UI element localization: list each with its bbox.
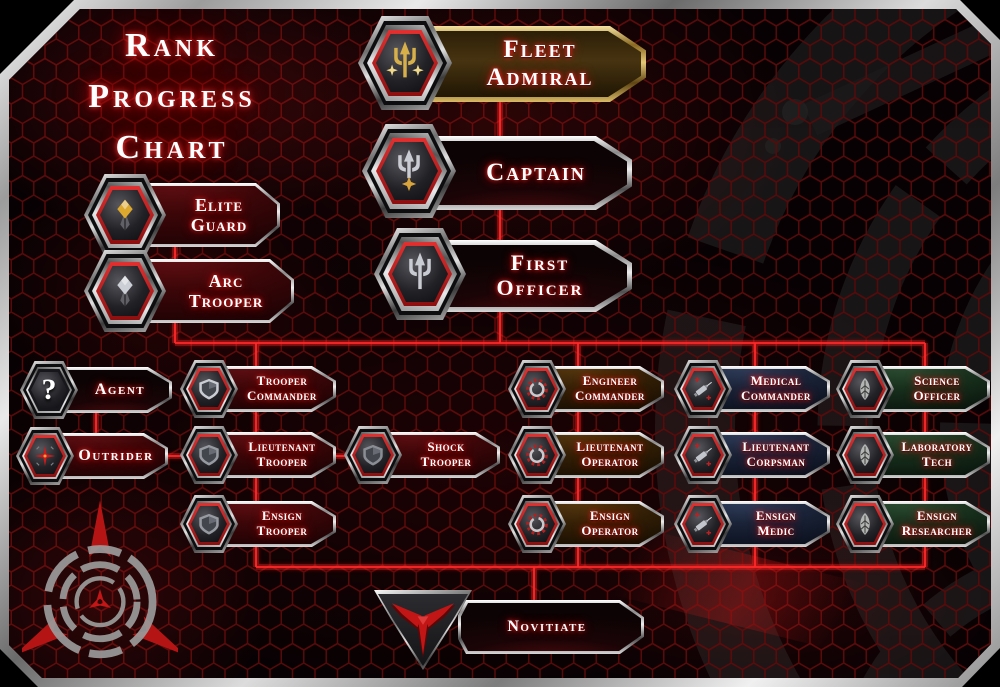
rank-node-trooper-commander: Trooper Commander (180, 360, 340, 418)
lieutenant-corpsman-badge (674, 426, 732, 484)
rank-plate: Novitiate (458, 600, 644, 654)
syringe-icon (690, 511, 717, 538)
laboratory-tech-badge (836, 426, 894, 484)
rank-label: Ensign Operator (581, 508, 639, 538)
novitiate-emblem-icon (390, 603, 456, 658)
shield-icon (196, 376, 223, 403)
rank-node-agent: Agent ? (20, 361, 176, 419)
captain-badge (362, 124, 456, 218)
rank-node-elite-guard: Elite Guard (84, 174, 284, 258)
lieutenant-operator-badge (508, 426, 566, 484)
rank-plate: First Officer (428, 240, 632, 312)
gear-icon (524, 442, 551, 469)
trooper-commander-badge (180, 360, 238, 418)
ensign-operator-badge (508, 495, 566, 553)
rank-plate: Fleet Admiral (414, 26, 646, 102)
leaf-icon (852, 376, 879, 403)
rank-plate: Lieutenant Corpsman (708, 432, 830, 478)
rank-node-engineer-commander: Engineer Commander (508, 360, 668, 418)
rank-node-shock-trooper: Shock Trooper (344, 426, 504, 484)
rank-label: Ensign Researcher (901, 508, 973, 538)
first-officer-badge (374, 228, 466, 320)
rank-label: Laboratory Tech (901, 439, 973, 469)
rank-node-lieutenant-trooper: Lieutenant Trooper (180, 426, 340, 484)
rank-plate: Captain (420, 136, 632, 210)
ensign-medic-badge (674, 495, 732, 553)
trident-star-icon (386, 148, 432, 194)
lieutenant-trooper-badge (180, 426, 238, 484)
rank-plate: Lieutenant Operator (542, 432, 664, 478)
rank-node-ensign-medic: Ensign Medic (674, 495, 834, 553)
rank-node-medical-commander: Medical Commander (674, 360, 834, 418)
rank-node-ensign-operator: Ensign Operator (508, 495, 668, 553)
novitiate-badge (374, 590, 472, 670)
rank-label: Ensign Medic (755, 508, 797, 538)
arc-trooper-badge (84, 250, 166, 332)
leaf-icon (852, 442, 879, 469)
rank-label: Shock Trooper (420, 439, 472, 469)
rank-node-first-officer: First Officer (374, 228, 634, 322)
gear-icon (524, 376, 551, 403)
shock-trooper-badge (344, 426, 402, 484)
rank-label: Medical Commander (741, 373, 811, 403)
rank-node-outrider: Outrider (16, 427, 172, 485)
trident-gold-icon (382, 40, 428, 86)
rank-node-novitiate: Novitiate (374, 588, 644, 672)
rank-label: Captain (486, 159, 586, 186)
fleet-admiral-badge (358, 16, 452, 110)
rank-node-fleet-admiral: Fleet Admiral (358, 16, 648, 112)
shield-icon (196, 511, 223, 538)
rank-label: Lieutenant Trooper (248, 439, 316, 469)
rank-label: Lieutenant Corpsman (742, 439, 810, 469)
gold-gem-icon (106, 196, 144, 234)
outrider-badge (16, 427, 74, 485)
rank-node-laboratory-tech: Laboratory Tech (836, 426, 994, 484)
compass-logo-icon (22, 500, 178, 659)
rank-node-science-officer: Science Officer (836, 360, 994, 418)
rank-label: Outrider (78, 447, 154, 465)
rank-node-lieutenant-operator: Lieutenant Operator (508, 426, 668, 484)
rank-label: Fleet Admiral (486, 36, 594, 91)
rank-node-ensign-researcher: Ensign Researcher (836, 495, 994, 553)
rank-label: Lieutenant Operator (576, 439, 644, 469)
rank-label: Novitiate (507, 618, 587, 636)
rank-plate: Trooper Commander (214, 366, 336, 412)
medical-commander-badge (674, 360, 732, 418)
syringe-icon (690, 376, 717, 403)
rank-label: Agent (94, 381, 146, 399)
shield-icon (196, 442, 223, 469)
gear-icon (524, 511, 551, 538)
rank-label: Ensign Trooper (256, 508, 308, 538)
silver-gem-icon (106, 272, 144, 310)
rank-plate: Engineer Commander (542, 366, 664, 412)
rank-node-lieutenant-corpsman: Lieutenant Corpsman (674, 426, 834, 484)
question-mark-icon: ? (41, 373, 57, 406)
red-compass-star-icon (32, 443, 59, 470)
ensign-researcher-badge (836, 495, 894, 553)
page-title: Rank Progress Chart (88, 27, 256, 166)
agent-badge: ? (20, 361, 78, 419)
rank-plate: Lieutenant Trooper (214, 432, 336, 478)
rank-node-captain: Captain (362, 124, 632, 220)
rank-node-arc-trooper: Arc Trooper (84, 250, 298, 334)
ensign-trooper-badge (180, 495, 238, 553)
leaf-icon (852, 511, 879, 538)
rank-label: Engineer Commander (575, 373, 645, 403)
rank-label: Science Officer (913, 373, 961, 403)
rank-label: Arc Trooper (188, 270, 264, 311)
science-officer-badge (836, 360, 894, 418)
rank-node-ensign-trooper: Ensign Trooper (180, 495, 340, 553)
shield-icon (360, 442, 387, 469)
rank-label: First Officer (496, 250, 584, 300)
syringe-icon (690, 442, 717, 469)
rank-label: Elite Guard (190, 194, 248, 235)
trident-silver-icon (397, 251, 443, 297)
rank-label: Trooper Commander (247, 373, 317, 403)
elite-guard-badge (84, 174, 166, 256)
engineer-commander-badge (508, 360, 566, 418)
